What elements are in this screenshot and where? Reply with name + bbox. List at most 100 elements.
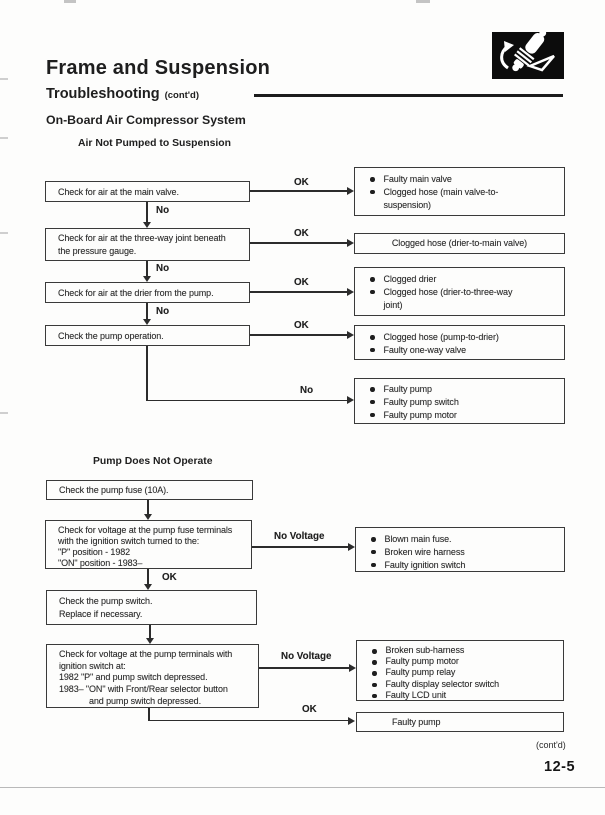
suspension-chapter-icon [492,29,564,79]
flow-box-check-voltage-pump-terminals: Check for voltage at the pump terminals … [46,644,259,708]
result-item: Clogged hose (drier-to-three-way [383,286,513,297]
flow-label-no: No [156,263,170,274]
flow-label-ok: OK [294,177,309,188]
box-text-line: 1982 "P" and pump switch depressed. [59,672,208,683]
flow-box-check-three-way-joint: Check for air at the three-way joint ben… [45,228,250,261]
flow-label-ok: OK [294,320,309,331]
flow-label-no-voltage: No Voltage [274,531,325,542]
result-item: joint) [383,299,403,310]
bullet [370,277,375,282]
box-text-line: Replace if necessary. [59,609,143,619]
bullet [372,682,377,688]
bullet [370,177,375,182]
box-text-line: ignition switch at: [59,660,126,671]
result-item: Faulty pump motor [385,656,459,667]
flow-box-check-main-valve: Check for air at the main valve. [45,181,250,202]
flow-arrow-ok-3 [250,288,354,295]
flow-arrow-down-2 [146,625,153,644]
scan-edge-mark [0,412,8,414]
page-title: Frame and Suspension [46,57,271,79]
flow-arrow-no-3 [143,303,150,325]
flow-arrow-ok-1 [250,187,354,194]
page-subtitle: Troubleshooting (cont'd) [46,86,199,102]
page-number: 12-5 [544,759,576,775]
result-text: Faulty pump [392,717,441,727]
flow-arrow-no-1 [143,202,150,228]
flow-box-result-clogged-drier: Clogged drier Clogged hose (drier-to-thr… [354,267,565,316]
box-text: Check the pump fuse (10A). [59,485,169,495]
flow-box-result-main-valve: Faulty main valve Clogged hose (main val… [354,167,565,216]
contd-note: (cont'd) [536,740,566,750]
flow-arrow-no-voltage-1 [252,543,355,550]
flow-label-ok: OK [294,228,309,239]
flow-arrow-no-voltage-2 [259,664,356,671]
flow2-heading: Pump Does Not Operate [93,456,213,467]
scan-edge-mark [0,137,8,139]
result-item: Faulty pump [383,384,433,394]
flow-label-no: No [156,205,170,216]
scan-edge-mark [0,232,8,234]
flow-arrow-ok-2 [250,239,354,246]
box-text: Check for air at the main valve. [58,186,179,197]
result-item: Faulty ignition switch [384,559,466,570]
flow-arrow-no-4 [146,396,355,404]
flow-label-no-voltage: No Voltage [281,651,332,662]
result-item: Faulty pump relay [385,667,456,678]
bullet [370,335,375,340]
box-text-line: Check for voltage at the pump terminals … [59,649,233,659]
result-item: Faulty one-way valve [383,344,467,355]
flow-box-result-pump-to-drier: Clogged hose (pump-to-drier) Faulty one-… [354,325,565,360]
bullet [370,399,375,405]
flow-box-result-no-voltage-pump: Broken sub-harness Faulty pump motor Fau… [356,640,564,701]
box-text-line: "ON" position - 1983– [58,558,143,568]
flow1-heading: Air Not Pumped to Suspension [78,138,231,149]
box-text: Check for air at the drier from the pump… [58,287,214,298]
flow-box-check-drier: Check for air at the drier from the pump… [45,282,250,303]
flow-label-ok: OK [162,572,177,583]
flow-box-check-pump-switch: Check the pump switch. Replace if necess… [46,590,257,625]
bullet [370,189,375,195]
flow-box-check-pump-operation: Check the pump operation. [45,325,250,346]
result-item: suspension) [383,199,432,210]
flow-label-no: No [300,385,314,396]
result-item: Clogged hose (pump-to-drier) [383,332,499,342]
system-heading: On-Board Air Compressor System [46,113,246,127]
flow-box-result-faulty-pump-group: Faulty pump Faulty pump switch Faulty pu… [354,378,565,424]
flow-arrow-ok-final [148,717,356,724]
box-text-line: "P" position - 1982 [58,547,131,557]
result-item: Clogged hose (main valve-to- [383,186,499,197]
flow-arrow-down-1 [144,500,151,520]
bullet [372,671,377,676]
result-item: Broken sub-harness [385,645,465,655]
result-item: Faulty main valve [383,174,452,184]
result-item: Faulty display selector switch [385,678,500,689]
bullet [370,412,375,418]
shock-absorber-icon [500,29,555,72]
subtitle-note: (cont'd) [164,90,200,101]
box-text: Check the pump operation. [58,330,164,341]
bullet [372,693,377,699]
scan-artifact [64,0,76,3]
flow-label-no: No [156,306,170,317]
box-text-line: Check for voltage at the pump fuse termi… [58,525,233,535]
scan-edge-mark [0,78,8,80]
scan-artifact [416,0,430,3]
flow-label-ok: OK [294,277,309,288]
bullet [371,549,376,555]
box-text-line: Check the pump switch. [59,596,153,606]
bullet [371,537,376,542]
bullet [370,289,375,295]
flow-box-check-pump-fuse: Check the pump fuse (10A). [46,480,253,500]
bullet [370,387,375,392]
box-text-line: 1983– "ON" with Front/Rear selector butt… [59,684,228,695]
result-text: Clogged hose (drier-to-main valve) [391,238,528,248]
result-item: Faulty pump switch [383,396,459,407]
result-item: Faulty pump motor [383,409,457,420]
bullet [370,347,375,353]
header-rule [254,94,563,97]
result-item: Blown main fuse. [384,534,452,544]
result-item: Clogged drier [383,274,437,284]
flow-arrow-ok-down [144,569,151,590]
bullet [372,660,377,665]
